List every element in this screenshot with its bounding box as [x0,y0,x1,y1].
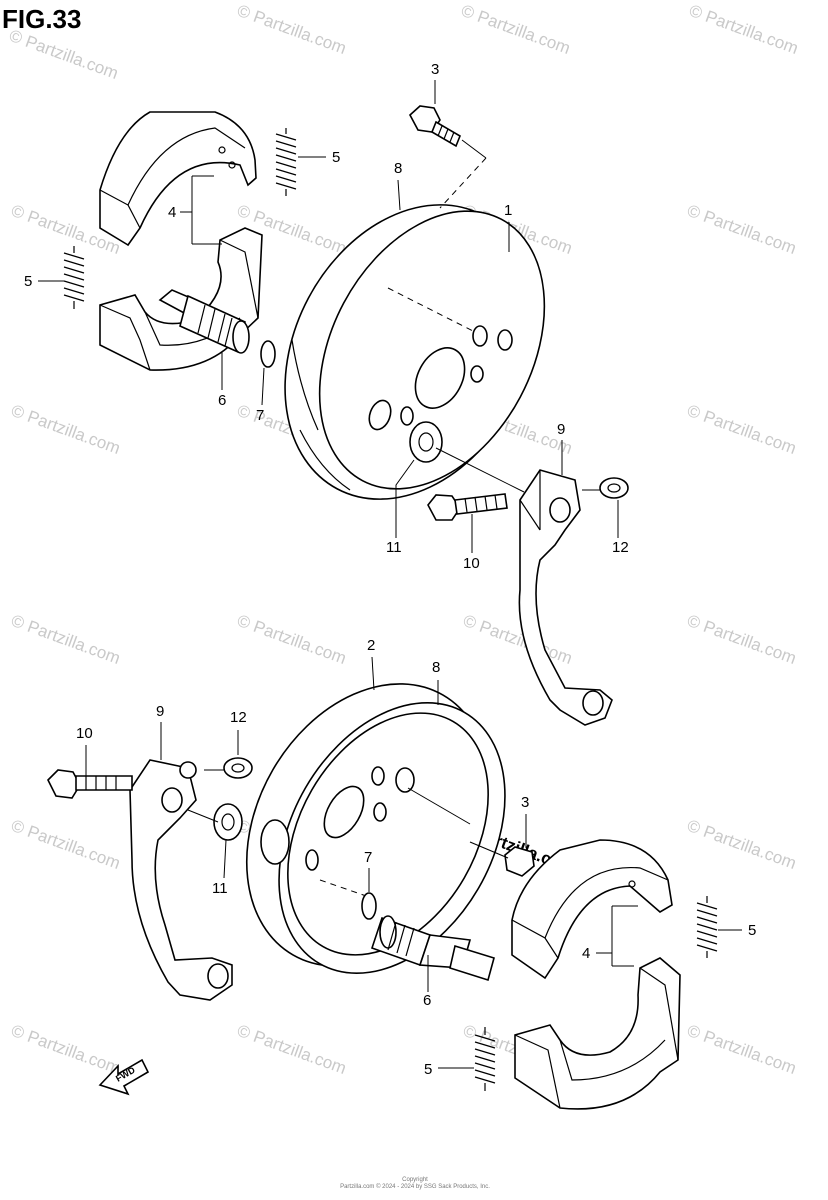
callout-10-lower: 10 [76,725,93,742]
watermark: © Partzilla.com [685,401,799,458]
callout-5-lower-bottom: 5 [424,1061,432,1078]
clip-lower [361,892,377,920]
brake-panel-lower [245,683,506,974]
watermark: © Partzilla.com [235,1021,349,1078]
nut-lower [223,757,253,779]
brake-arm-lower [129,759,233,1001]
callout-7-upper: 7 [256,407,264,424]
bolt-leader-line [461,139,487,159]
cam-shaft-upper [158,289,250,354]
callout-3-lower: 3 [521,794,529,811]
bolt-upper [408,105,461,148]
watermark: © Partzilla.com [459,1,573,58]
callout-5-upper-right: 5 [332,149,340,166]
spring-upper-right [275,128,297,196]
bolt-arm-lower [47,769,133,799]
brake-shoe-lower-a [511,839,673,980]
callout-12-upper: 12 [612,539,629,556]
watermark: © Partzilla.com [685,1021,799,1078]
callout-11-upper: 11 [386,539,402,556]
callout-11-lower: 11 [212,880,228,897]
callout-7-lower: 7 [364,849,372,866]
spring-lower-bottom [474,1027,496,1091]
footer-copyright: Copyright Partzilla.com © 2024 - 2024 by… [300,1177,530,1191]
callout-9-upper: 9 [557,421,565,438]
cam-shaft-lower [370,915,495,982]
brake-shoe-lower-b [514,957,681,1110]
watermark: © Partzilla.com [9,401,123,458]
nut-upper [599,477,629,499]
bolt-arm-upper [427,493,508,521]
callout-3-upper: 3 [431,61,439,78]
footer-line-1: Copyright [402,1177,428,1183]
callout-5-upper-left: 5 [24,273,32,290]
watermark: © Partzilla.com [9,611,123,668]
callout-5-lower-right: 5 [748,922,756,939]
brake-panel-upper [284,204,546,500]
bolt-lower [469,841,535,877]
washer-lower-line [187,809,219,823]
callout-8-upper: 8 [394,160,402,177]
brake-arm-upper [518,469,613,726]
clip-upper [260,340,276,368]
figure-title: FIG.33 [2,4,82,34]
callout-10-upper: 10 [463,555,480,572]
watermark: © Partzilla.com [685,816,799,873]
watermark: © Partzilla.com [9,1021,123,1078]
watermark: © Partzilla.com [235,1,349,58]
watermark: © Partzilla.com [685,611,799,668]
footer-line-2: Partzilla.com © 2024 - 2024 by SSG Sack … [340,1184,490,1190]
bolt-lower-line [407,787,471,825]
callout-6-lower: 6 [423,992,431,1009]
brake-shoe-upper-a [99,111,257,247]
washer-lower [213,803,243,841]
callout-2: 2 [367,637,375,654]
callout-12-lower: 12 [230,709,247,726]
callout-8-lower: 8 [432,659,440,676]
callout-1: 1 [504,202,512,219]
callout-4-upper: 4 [168,204,176,221]
spring-upper-left [63,246,85,309]
watermark: © Partzilla.com [685,201,799,258]
watermark: © Partzilla.com [7,26,121,83]
callout-9-lower: 9 [156,703,164,720]
washer-arm-line [435,447,525,493]
watermark: © Partzilla.com [235,611,349,668]
watermark: © Partzilla.com [461,611,575,668]
watermark: © Partzilla.com [9,816,123,873]
callout-6-upper: 6 [218,392,226,409]
callout-4-lower: 4 [582,945,590,962]
callout-layer: 3 5 8 1 4 5 6 7 9 12 11 10 [24,61,756,1078]
watermark: © Partzilla.com [687,1,801,58]
spring-lower-right [696,896,718,958]
bolt-alignment-line [439,157,487,209]
